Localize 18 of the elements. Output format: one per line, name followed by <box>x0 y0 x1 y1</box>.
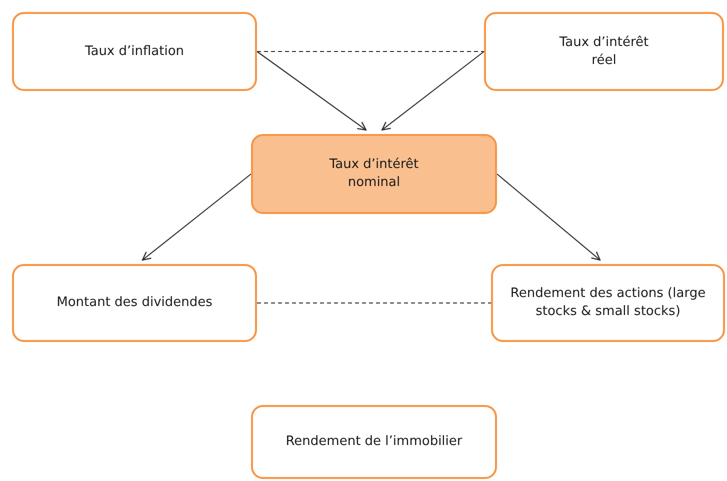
box-label: Taux d’inflation <box>84 42 184 60</box>
process-box <box>12 12 257 91</box>
process-box <box>491 264 725 342</box>
box-label: Rendement de l’immobilier <box>286 433 462 451</box>
dashed-line <box>257 302 491 304</box>
arrow <box>142 174 252 261</box>
arrow <box>256 51 367 131</box>
arrow <box>496 174 601 261</box>
process-box <box>12 264 257 342</box>
box-label: Taux d’intérêt nominal <box>328 156 420 192</box>
arrow <box>381 51 484 131</box>
process-box <box>251 405 497 479</box>
dashed-line <box>257 50 484 52</box>
box-label: Montant des dividendes <box>56 294 212 312</box>
highlighted-box <box>251 134 497 214</box>
box-label: Taux d’intérêt réel <box>558 34 650 70</box>
box-label: Rendement des actions (large stocks & small stocks) <box>509 285 707 321</box>
process-box <box>484 12 724 91</box>
